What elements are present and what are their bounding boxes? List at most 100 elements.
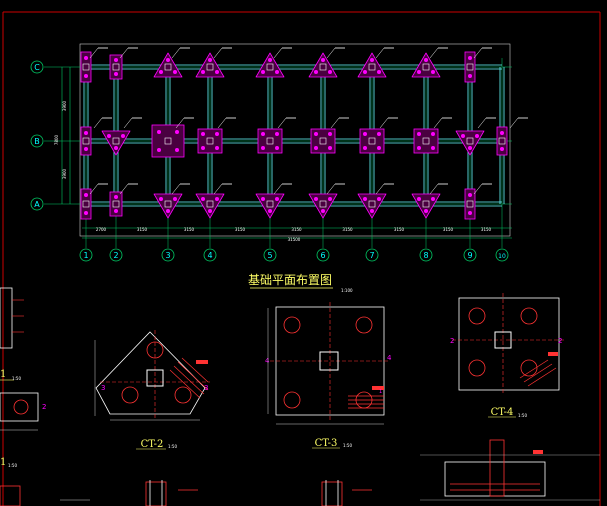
pile-cap — [464, 188, 476, 220]
pile — [314, 70, 318, 74]
svg-text:8: 8 — [423, 251, 428, 260]
pile — [370, 209, 374, 213]
bottom-dim-1: 2700 — [96, 227, 107, 232]
pile — [201, 197, 205, 201]
pile — [424, 209, 428, 213]
axis-bubble-row-b: B — [30, 134, 44, 148]
section-label: 1 — [0, 457, 6, 468]
pile — [314, 132, 318, 136]
pile — [215, 132, 219, 136]
axis-bubble-col-9: 9 — [463, 248, 477, 262]
pile — [424, 58, 428, 62]
pile — [173, 197, 177, 201]
pile — [261, 146, 265, 150]
svg-text:6: 6 — [320, 251, 325, 260]
pile — [475, 134, 479, 138]
pile — [159, 197, 163, 201]
pile — [114, 72, 118, 76]
pile — [201, 70, 205, 74]
pile — [377, 197, 381, 201]
pile — [157, 148, 161, 152]
pile — [468, 56, 472, 60]
pile — [166, 209, 170, 213]
svg-text:10: 10 — [498, 253, 506, 260]
pile — [159, 70, 163, 74]
bottom-dim-total: 31500 — [288, 237, 301, 242]
axis-bubble-col-7: 7 — [365, 248, 379, 262]
pile — [417, 70, 421, 74]
pile-cap — [80, 51, 92, 83]
pile — [215, 197, 219, 201]
pile — [84, 56, 88, 60]
ct-2-scale: 1:50 — [168, 444, 177, 449]
axis-bubble-col-10: 10 — [495, 248, 509, 262]
axis-bubble-col-4: 4 — [203, 248, 217, 262]
bottom-dim-8: 3150 — [443, 227, 454, 232]
ct-3-bottom-tag: 1 — [379, 389, 382, 395]
bottom-sections — [145, 439, 600, 506]
detail-ct-1-partial: 1 1:50 2 — [0, 287, 46, 431]
pile — [275, 132, 279, 136]
pile — [201, 132, 205, 136]
pile — [107, 134, 111, 138]
detail-ct-2: 3 3 CT-2 1:50 — [94, 330, 210, 450]
pile — [275, 146, 279, 150]
pile — [275, 197, 279, 201]
svg-text:4: 4 — [207, 251, 212, 260]
pile — [121, 134, 125, 138]
pile — [468, 211, 472, 215]
pile — [268, 58, 272, 62]
left-dim-1: 3900 — [62, 100, 67, 111]
pile — [363, 132, 367, 136]
pile-cap — [109, 54, 123, 80]
ct-2-side-tag-left: 3 — [101, 384, 105, 392]
axis-bubble-col-1: 1 — [79, 248, 93, 262]
detail-ct-4: 2 2 CT-4 1:50 — [450, 293, 565, 418]
pile — [201, 146, 205, 150]
pile — [215, 146, 219, 150]
plan-outline — [79, 43, 511, 237]
pile — [84, 147, 88, 151]
pile — [166, 58, 170, 62]
ct-3-scale: 1:50 — [343, 443, 352, 448]
pile — [363, 197, 367, 201]
left-dim-total: 7800 — [54, 134, 59, 145]
pile — [321, 58, 325, 62]
pile-cap — [151, 124, 185, 158]
pile — [363, 146, 367, 150]
ct-4-label: CT-4 — [491, 407, 514, 418]
axis-bubble-col-3: 3 — [161, 248, 175, 262]
pile — [84, 131, 88, 135]
svg-text:C: C — [34, 63, 40, 72]
detail-ct-3: 4 4 1 CT-3 1:50 — [265, 302, 392, 449]
pile-cap — [80, 126, 92, 156]
ct-2-side-tag-right: 3 — [204, 384, 208, 392]
axis-bubble-col-6: 6 — [316, 248, 330, 262]
axis-bubble-col-8: 8 — [419, 248, 433, 262]
row-axis-bubbles: C B A — [30, 60, 44, 211]
ct-4-side-tag-right: 2 — [558, 337, 562, 345]
ct-3-side-tag-left: 4 — [265, 357, 270, 365]
bottom-dim-3: 3150 — [184, 227, 195, 232]
tie-beams — [83, 64, 505, 207]
pile — [328, 70, 332, 74]
pile — [173, 70, 177, 74]
pile — [417, 146, 421, 150]
pile — [314, 146, 318, 150]
pile-cap — [464, 51, 476, 83]
pile-cap — [109, 191, 123, 217]
svg-text:3: 3 — [165, 251, 170, 260]
pile — [431, 146, 435, 150]
ct-2-label: CT-2 — [141, 439, 164, 450]
bottom-dim-5: 3150 — [291, 227, 302, 232]
pile — [114, 146, 118, 150]
ct-3-side-tag-right: 4 — [387, 354, 392, 362]
detail-section-partial: 1 1:50 — [0, 457, 90, 506]
pile-cap — [496, 126, 508, 156]
pile — [261, 197, 265, 201]
pile — [157, 130, 161, 134]
